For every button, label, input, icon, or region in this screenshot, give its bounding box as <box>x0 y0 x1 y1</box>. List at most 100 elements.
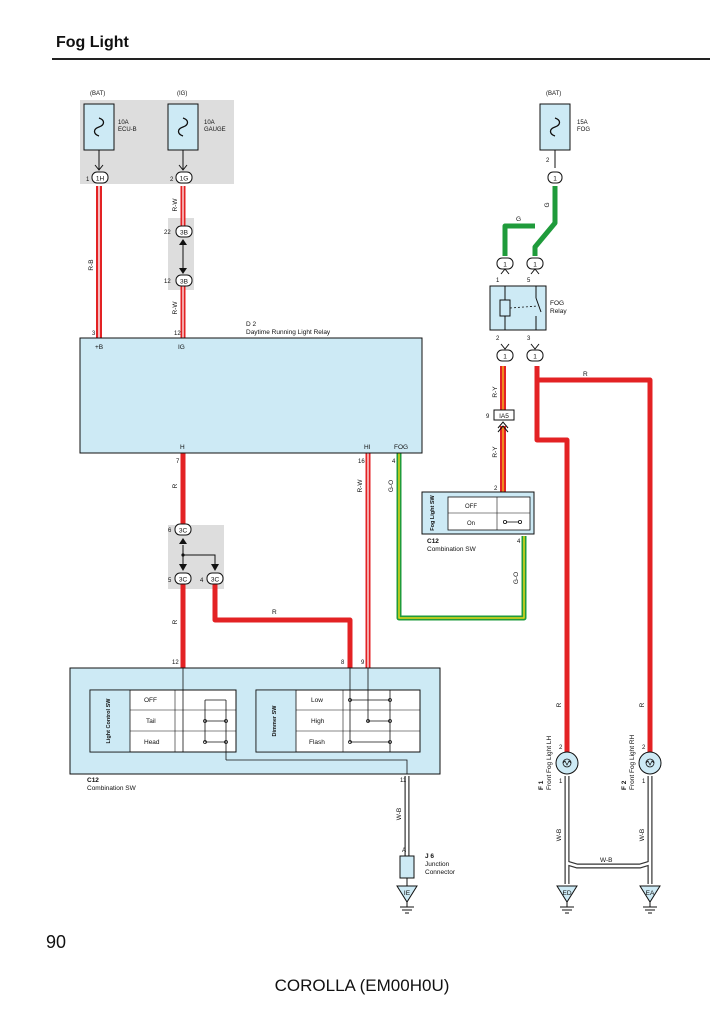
svg-text:4: 4 <box>392 459 396 465</box>
svg-text:F 1: F 1 <box>538 780 545 790</box>
svg-text:Front Fog Light RH: Front Fog Light RH <box>629 734 636 790</box>
svg-text:HI: HI <box>364 444 371 451</box>
label-g-top: G <box>516 216 521 223</box>
fog-relay: 1 1 1 5 FOG Relay 2 3 1 1 <box>489 257 567 362</box>
svg-text:On: On <box>467 521 475 527</box>
label-w-b-f1: W-B <box>556 829 563 842</box>
svg-text:EA: EA <box>646 890 655 897</box>
svg-text:5: 5 <box>168 578 172 584</box>
wire-r-h <box>180 453 353 668</box>
c12-combination-switch: 12 8 9 Light Control SW OFF Tail Head <box>69 660 441 792</box>
svg-text:Light Control SW: Light Control SW <box>106 698 112 744</box>
label-r-y-bot: R-Y <box>492 446 499 458</box>
svg-text:10A: 10A <box>118 120 129 126</box>
svg-text:Dimmer SW: Dimmer SW <box>272 705 278 737</box>
svg-text:(IG): (IG) <box>177 91 187 97</box>
page-number: 90 <box>46 932 67 952</box>
svg-text:10A: 10A <box>204 120 215 126</box>
svg-text:C12: C12 <box>427 538 439 545</box>
ground-ie: IE <box>396 885 418 914</box>
label-w-b-f2: W-B <box>639 829 646 842</box>
svg-text:F 2: F 2 <box>621 780 628 790</box>
label-r-h: R <box>172 483 179 488</box>
svg-text:4: 4 <box>517 539 521 545</box>
connector-1h: 1H 1 <box>86 171 109 184</box>
connector-ia5: IA5 9 <box>486 409 515 433</box>
svg-text:C12: C12 <box>87 777 99 784</box>
label-g-o-fog: G-O <box>388 480 395 492</box>
label-r-sw: R <box>172 619 179 624</box>
svg-text:8: 8 <box>341 660 345 666</box>
page-footer: COROLLA (EM00H0U) <box>274 976 450 995</box>
label-w-b-link: W-B <box>600 857 613 864</box>
svg-text:11: 11 <box>400 778 407 784</box>
svg-text:12: 12 <box>174 331 181 337</box>
label-r-y-top: R-Y <box>492 386 499 398</box>
svg-text:IG: IG <box>178 344 185 351</box>
label-r-w-top: R-W <box>172 198 179 212</box>
svg-text:1: 1 <box>642 779 646 785</box>
svg-text:1: 1 <box>86 177 90 183</box>
svg-text:3: 3 <box>527 336 531 342</box>
svg-text:Low: Low <box>311 697 323 704</box>
svg-text:5: 5 <box>527 278 531 284</box>
label-r-hr: R <box>272 609 277 616</box>
svg-text:6: 6 <box>168 528 172 534</box>
svg-text:+B: +B <box>95 344 103 351</box>
svg-text:15A: 15A <box>577 120 588 126</box>
svg-text:OFF: OFF <box>144 697 157 704</box>
svg-text:ECU-B: ECU-B <box>118 127 137 133</box>
page-title: Fog Light <box>56 34 129 51</box>
svg-text:2: 2 <box>642 745 646 751</box>
svg-text:Flash: Flash <box>309 739 325 746</box>
svg-text:22: 22 <box>164 230 171 236</box>
wire-g-o <box>396 453 527 621</box>
label-r-b: R-B <box>88 259 95 270</box>
connector-3c: 3C 6 3C 5 3C 4 <box>168 523 224 585</box>
ground-ed: ED <box>556 885 578 914</box>
label-r-f2: R <box>639 702 646 707</box>
label-r-w-mid: R-W <box>172 301 179 315</box>
svg-text:9: 9 <box>486 414 490 420</box>
front-fog-light-rh: 2 1 F 2 Front Fog Light RH <box>621 734 662 790</box>
svg-text:Front Fog Light LH: Front Fog Light LH <box>546 736 553 790</box>
wire-w-b <box>404 776 653 884</box>
svg-text:GAUGE: GAUGE <box>204 127 226 133</box>
svg-text:1: 1 <box>553 176 557 183</box>
connector-fog-1: 1 2 <box>546 158 563 184</box>
front-fog-light-lh: 2 1 F 1 Front Fog Light LH <box>538 736 579 790</box>
svg-text:D 2: D 2 <box>246 321 257 328</box>
svg-text:12: 12 <box>172 660 179 666</box>
label-w-b-c12: W-B <box>396 808 403 821</box>
svg-text:2: 2 <box>494 486 498 492</box>
label-r-w-hi: R-W <box>357 479 364 493</box>
svg-text:FOG: FOG <box>550 300 564 307</box>
svg-text:OFF: OFF <box>465 504 477 510</box>
label-r-f1: R <box>556 702 563 707</box>
connector-1g: 1G 2 <box>170 171 193 184</box>
svg-text:3C: 3C <box>211 577 220 584</box>
svg-text:1H: 1H <box>96 176 105 183</box>
svg-text:Relay: Relay <box>550 308 567 315</box>
svg-text:3: 3 <box>92 331 96 337</box>
svg-text:Connector: Connector <box>425 869 456 876</box>
svg-text:3C: 3C <box>179 577 188 584</box>
svg-text:Combination SW: Combination SW <box>87 785 137 792</box>
svg-text:Fog Light SW: Fog Light SW <box>430 494 436 530</box>
svg-text:(BAT): (BAT) <box>546 91 561 97</box>
svg-text:7: 7 <box>176 459 180 465</box>
svg-text:FOG: FOG <box>394 444 408 451</box>
svg-text:Tail: Tail <box>146 718 156 725</box>
label-g-o-sw: G-O <box>513 572 520 584</box>
svg-text:1G: 1G <box>180 176 189 183</box>
fuse-ecu-b: (BAT) 10A ECU-B <box>83 91 137 151</box>
connector-3b: 3B 22 3B 12 <box>164 225 193 287</box>
j6-junction-connector: A J 6 Junction Connector <box>399 848 456 886</box>
svg-text:2: 2 <box>546 158 550 164</box>
svg-text:1: 1 <box>533 262 537 269</box>
svg-text:Head: Head <box>144 739 160 746</box>
svg-text:Junction: Junction <box>425 861 450 868</box>
ground-ea: EA <box>639 885 661 914</box>
svg-text:1: 1 <box>559 779 563 785</box>
